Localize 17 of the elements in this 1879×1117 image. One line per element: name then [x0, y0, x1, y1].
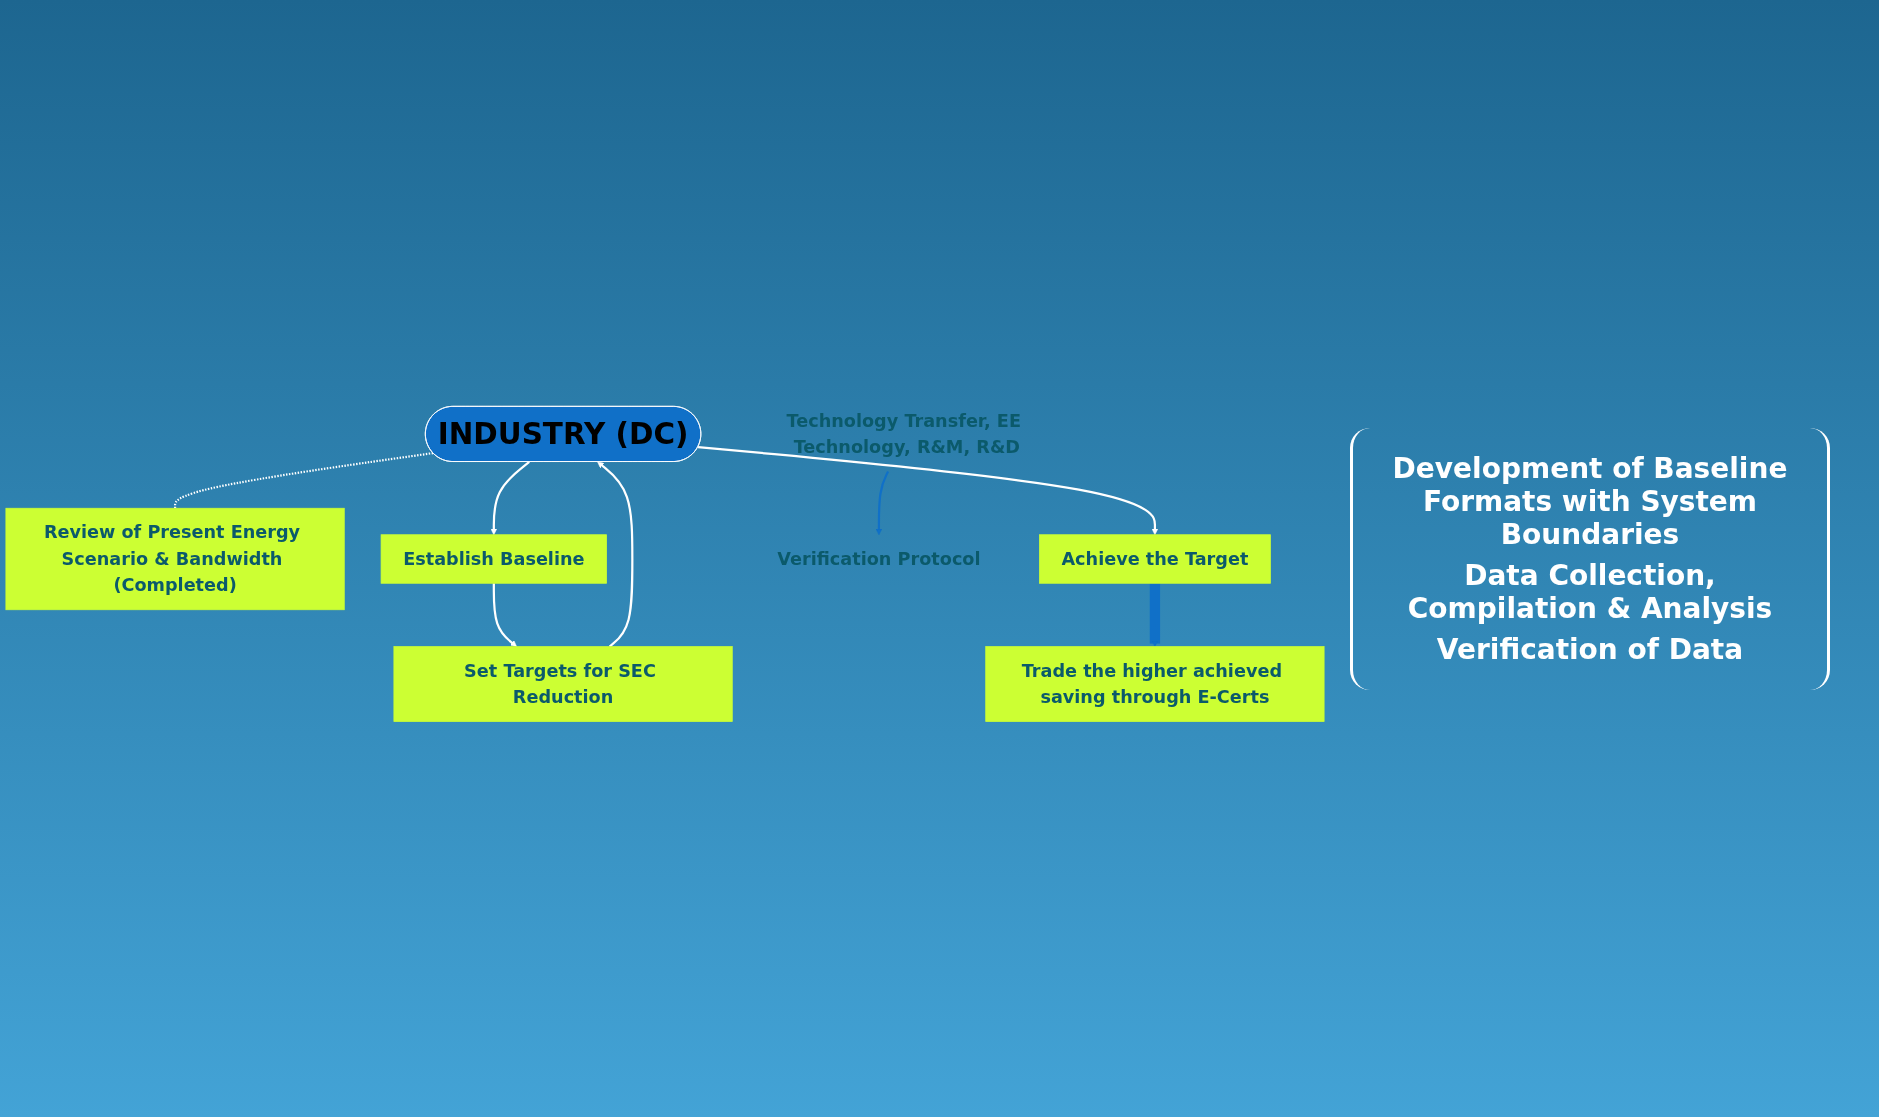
node-text: Verification Protocol — [777, 548, 981, 569]
connector — [173, 451, 434, 508]
arrow — [597, 461, 634, 647]
arrow — [490, 460, 530, 535]
node-box: Achieve the Target — [1039, 533, 1271, 584]
arrow — [875, 470, 890, 535]
note-text: Data Collection, Compilation & Analysis — [1406, 558, 1774, 625]
note-text: Development of Baseline Formats with System Boundaries — [1391, 451, 1789, 551]
node-box: Establish Baseline — [380, 533, 607, 584]
note-text: Verification of Data — [1435, 632, 1745, 666]
arrow — [1149, 582, 1161, 647]
arrow — [698, 445, 1159, 535]
node-box: Review of Present Energy Scenario & Bandwidth (Completed) — [5, 507, 345, 610]
node-box: Set Targets for SEC Reduction — [393, 645, 733, 722]
arrow — [492, 582, 517, 647]
node-text: Technology Transfer, EE Technology, R&M, R&D — [786, 409, 1021, 457]
node-box: Trade the higher achieved saving through E-Certs — [985, 645, 1325, 722]
